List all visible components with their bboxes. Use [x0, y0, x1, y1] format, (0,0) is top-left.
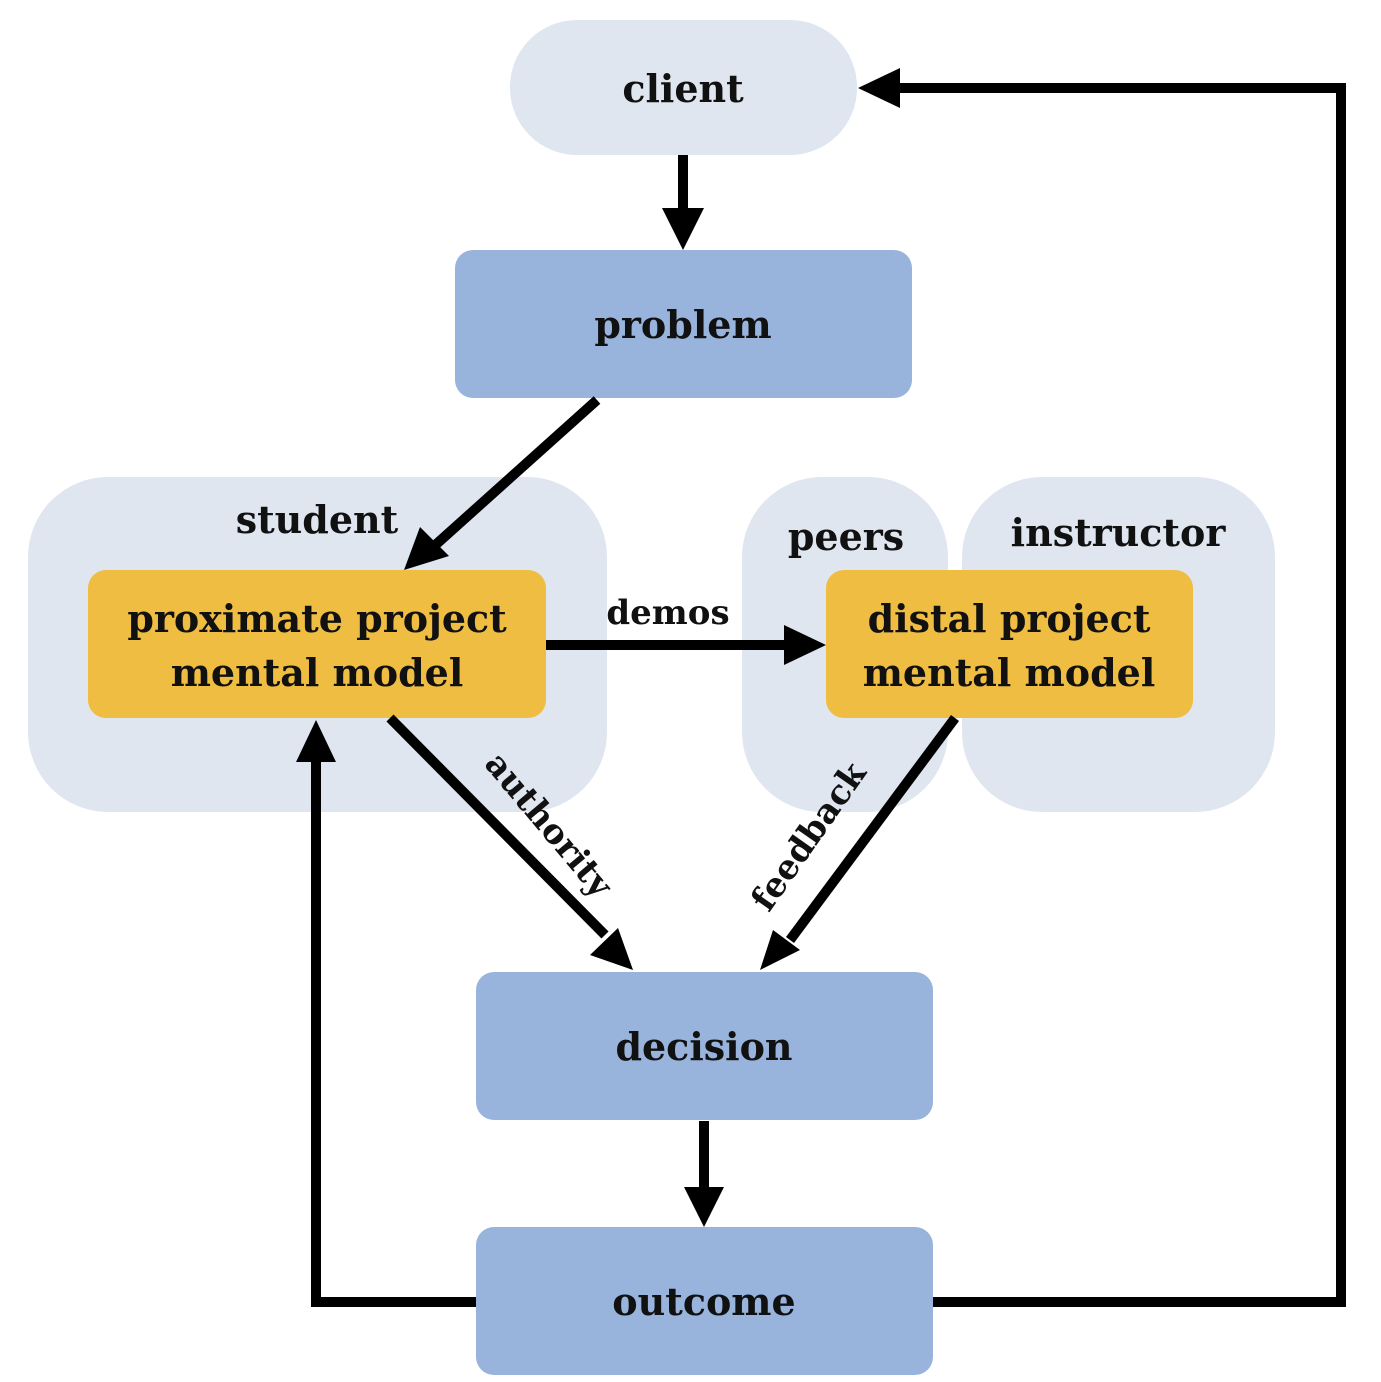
instructor-label: instructor	[1011, 510, 1227, 555]
client-label: client	[622, 66, 744, 111]
arrow-outcome-to-client	[897, 83, 1346, 1307]
distal-mental-model-node	[826, 570, 1193, 718]
decision-node	[476, 972, 933, 1120]
arrowhead-outcome	[684, 1187, 724, 1227]
client-node	[510, 20, 857, 155]
distal-label-line2: mental model	[863, 650, 1156, 695]
outcome-node	[476, 1227, 933, 1375]
proximate-mental-model-node	[88, 570, 546, 718]
problem-node	[455, 250, 912, 398]
arrowhead-proximate-top	[404, 527, 449, 570]
distal-label-line1: distal project	[868, 596, 1151, 641]
problem-label: problem	[594, 302, 771, 347]
proximate-label-line2: mental model	[171, 650, 464, 695]
arrow-proximate-to-decision	[386, 714, 609, 939]
arrow-outcome-to-proximate	[311, 758, 476, 1307]
decision-label: decision	[615, 1024, 792, 1069]
arrow-problem-to-proximate	[428, 396, 601, 552]
arrowhead-distal	[784, 625, 826, 665]
arrowhead-client	[858, 68, 900, 108]
outcome-label: outcome	[612, 1279, 795, 1324]
peers-label: peers	[788, 514, 904, 559]
student-label: student	[236, 497, 399, 542]
proximate-label-line1: proximate project	[127, 596, 507, 641]
arrowhead-decision-right	[760, 930, 800, 970]
arrowhead-proximate-bottom	[296, 720, 336, 762]
arrowhead-problem	[662, 208, 704, 250]
arrow-distal-to-decision	[785, 715, 960, 943]
arrowhead-decision-left	[590, 928, 633, 970]
demos-label: demos	[606, 593, 729, 633]
